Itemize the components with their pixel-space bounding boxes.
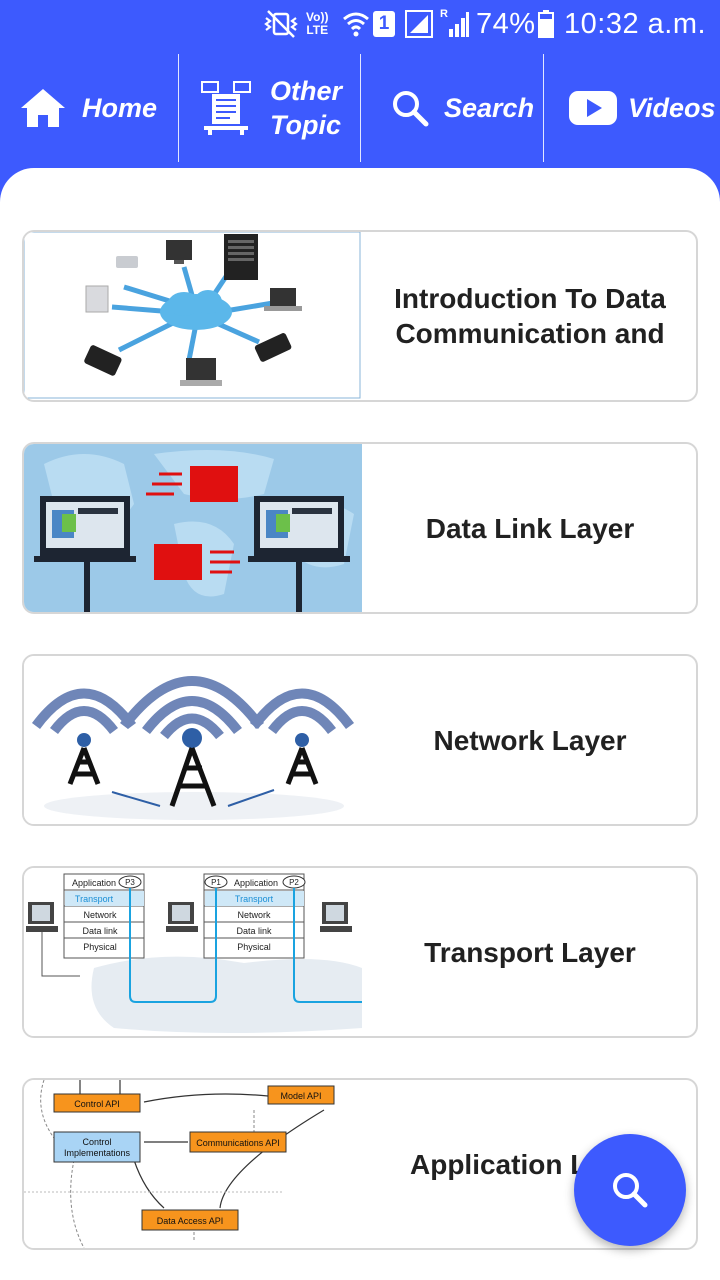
mute-vibrate-icon [262,6,300,42]
diagram-label: Communications API [196,1138,280,1148]
topic-list: Introduction To Data Communication and [0,168,720,1280]
nav-divider [178,54,179,162]
diagram-label: Physical [83,942,117,952]
network-cloud-illustration [24,232,362,400]
svg-text:P2: P2 [289,878,299,887]
nav-other-topic[interactable]: Other Topic [200,48,350,168]
play-video-icon [568,90,618,126]
topic-card-title: Application L [410,1148,588,1180]
nav-other-topic-line1: Other [270,76,343,106]
diagram-label: Model API [280,1091,321,1101]
application-api-diagram: Control API Model API Control Implementa… [24,1080,362,1248]
nav-other-topic-line2: Topic [270,110,341,140]
search-icon [390,88,430,128]
svg-text:P3: P3 [125,878,135,887]
topic-card-title: Network Layer [433,724,627,756]
wifi-icon [342,6,370,42]
search-icon [610,1170,650,1210]
diagram-label: Physical [237,942,271,952]
diagram-label: Control API [74,1099,120,1109]
diagram-label: Data link [236,926,272,936]
battery-percent: 74% [476,7,536,40]
diagram-label: Implementations [64,1148,131,1158]
nav-videos[interactable]: Videos [568,48,720,168]
topic-card-title: Transport Layer [424,936,636,968]
svg-text:P1: P1 [211,878,221,887]
home-icon [18,86,68,130]
diagram-label: Application [234,878,278,888]
diagram-label: Network [83,910,117,920]
transport-diagram: Application Transport Network Data link … [24,868,362,1036]
topic-card-title: Introduction To Data Communication and [394,283,666,349]
nav-search[interactable]: Search [390,48,540,168]
network-towers-illustration [24,656,362,824]
nav-divider [360,54,361,162]
topic-card[interactable]: Application Transport Network Data link … [22,866,698,1038]
signal-roaming-icon: R [440,6,470,42]
nav-search-label: Search [444,93,535,123]
diagram-label: Data link [82,926,118,936]
topic-card[interactable]: Network Layer [22,654,698,826]
diagram-label: Network [237,910,271,920]
diagram-label: Control [82,1137,111,1147]
sim-icon: 1 [373,6,395,42]
diagram-label: Transport [75,894,114,904]
top-navigation: Home Other Topic [0,48,720,168]
clock: 10:32 a.m. [564,7,707,40]
volte-icon: Vo)) LTE [306,10,329,37]
battery-icon [538,6,554,42]
signal-icon [404,6,434,42]
topic-card-title: Data Link Layer [425,512,635,544]
search-fab-button[interactable] [574,1134,686,1246]
diagram-label: Transport [235,894,274,904]
nav-videos-label: Videos [628,93,716,123]
topic-board-icon [200,80,252,136]
diagram-label: Application [72,878,116,888]
topic-card[interactable]: Introduction To Data Communication and [22,230,698,402]
topic-card[interactable]: Data Link Layer [22,442,698,614]
nav-home-label: Home [82,93,158,123]
nav-home[interactable]: Home [18,48,168,168]
data-link-illustration [24,444,362,612]
status-bar: Vo)) LTE 1 R 74% [0,0,720,48]
nav-divider [543,54,544,162]
diagram-label: Data Access API [157,1216,224,1226]
